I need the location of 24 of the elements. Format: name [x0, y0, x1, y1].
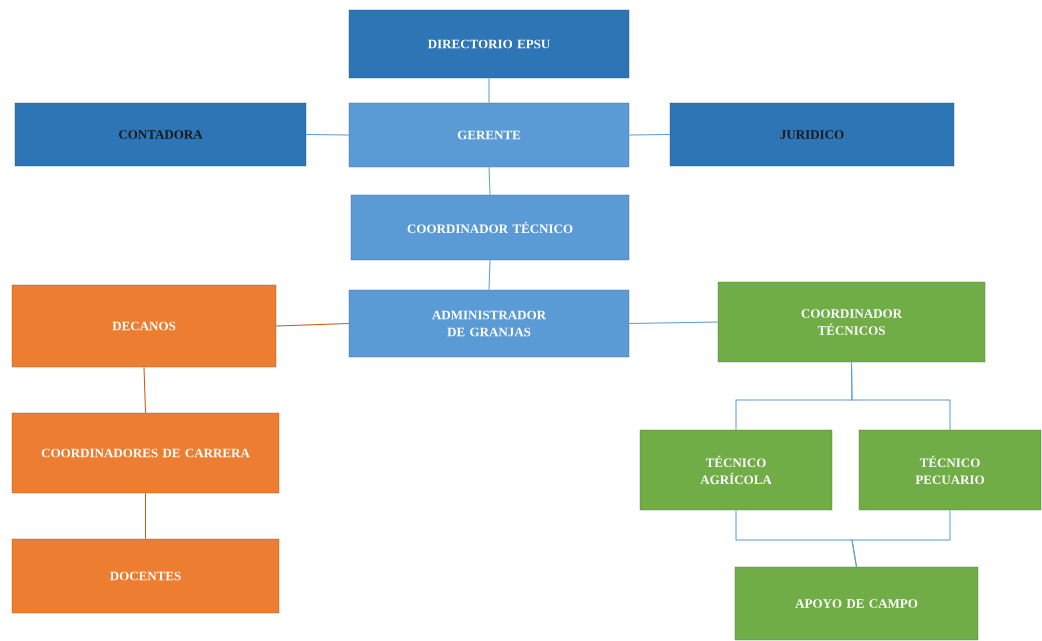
- connector-line: [275, 323, 350, 327]
- connector-line: [488, 259, 491, 291]
- connector-line: [628, 134, 671, 136]
- org-box: COORDINADOR TÉCNICO: [350, 194, 630, 261]
- connector-line: [851, 509, 951, 568]
- org-box: DIRECTORIO EPSU: [348, 9, 630, 79]
- connector-line: [145, 492, 146, 540]
- org-box: DECANOS: [11, 284, 277, 368]
- org-box: COORDINADORES DE CARRERA: [11, 412, 280, 494]
- connector-line: [488, 77, 490, 104]
- org-box: GERENTE: [348, 102, 630, 168]
- org-box: TÉCNICO PECUARIO: [858, 429, 1042, 511]
- connector-line: [305, 134, 350, 136]
- org-box: COORDINADOR TÉCNICOS: [717, 281, 986, 363]
- connector-line: [851, 361, 951, 431]
- connector-line: [488, 166, 491, 196]
- connector-line: [143, 366, 146, 414]
- org-box: DOCENTES: [11, 538, 280, 614]
- connector-line: [628, 321, 719, 324]
- org-box: JURIDICO: [669, 102, 955, 167]
- org-box: APOYO DE CAMPO: [734, 566, 979, 641]
- org-box: TÉCNICO AGRÍCOLA: [639, 429, 833, 511]
- org-box: CONTADORA: [14, 102, 307, 167]
- org-box: ADMINISTRADOR DE GRANJAS: [348, 289, 630, 358]
